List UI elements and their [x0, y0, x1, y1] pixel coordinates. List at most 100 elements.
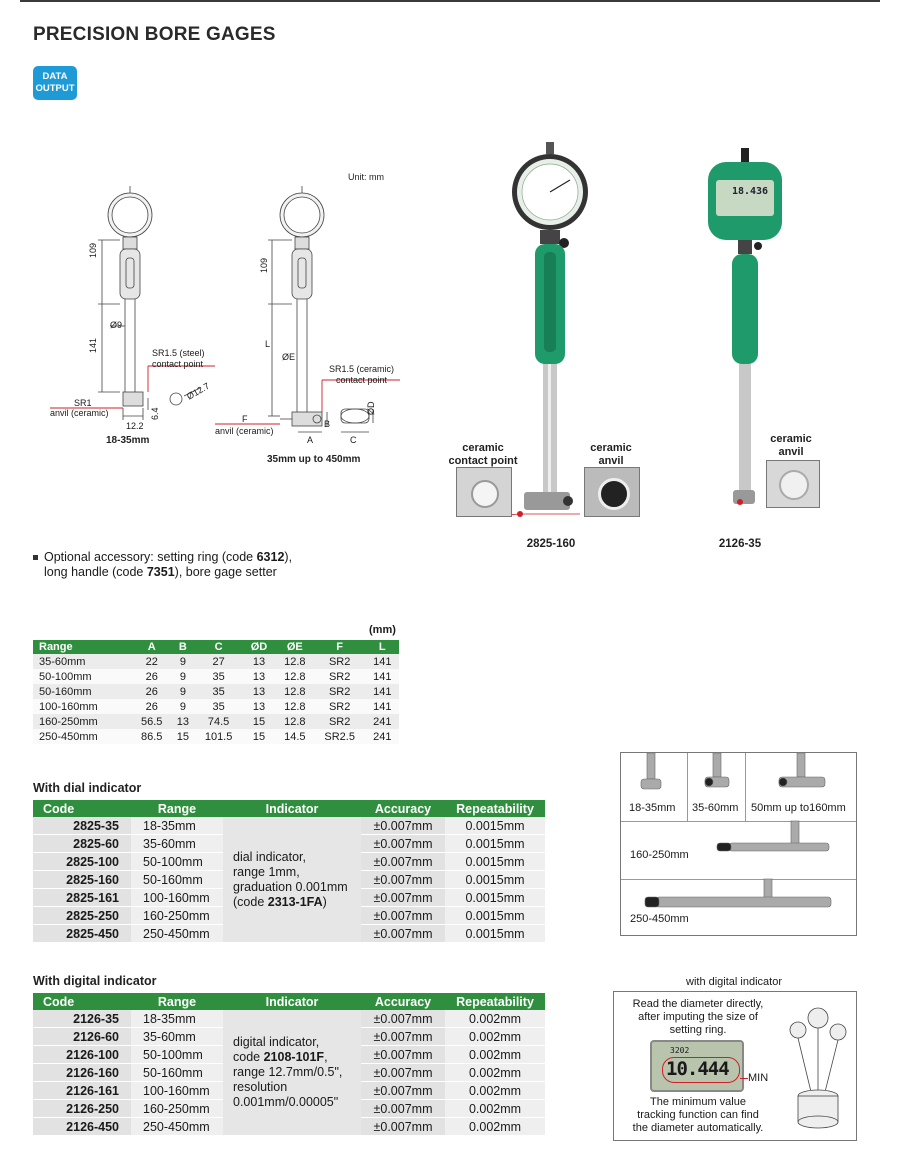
dim-12-2: 12.2 [126, 421, 144, 431]
ca2-line2: anvil [778, 446, 804, 458]
spec-cell-d: 13 [242, 684, 276, 699]
dial-code-cell: 2825-161 [33, 888, 131, 907]
dial-repeatability-cell: 0.0015mm [445, 870, 545, 889]
digital-feature-panel: Read the diameter directly, after imputi… [613, 991, 857, 1141]
dial-code-cell: 2825-450 [33, 924, 131, 943]
spec-header-row: Range A B C ØD ØE F L [33, 640, 399, 654]
spec-cell-d: 13 [242, 654, 276, 669]
lcd-big-reading: 10.444 [666, 1058, 730, 1080]
top-rule [20, 0, 880, 2]
digital-code-cell: 2126-450 [33, 1117, 131, 1136]
dig-h-indicator: Indicator [223, 993, 361, 1010]
dim-L: L [265, 339, 271, 349]
dial-repeatability-cell: 0.0015mm [445, 852, 545, 871]
dial-range-cell: 35-60mm [131, 834, 223, 853]
dim-C: C [350, 435, 357, 445]
digital-display-reading: 18.436 [731, 186, 769, 197]
anvil-label-right: anvil (ceramic) [215, 426, 274, 436]
dial-repeatability-cell: 0.0015mm [445, 888, 545, 907]
spec-unit: (mm) [369, 624, 396, 636]
dial-range-cell: 50-160mm [131, 870, 223, 889]
spec-cell-f: SR2.5 [313, 729, 366, 744]
dial-h-accuracy: Accuracy [361, 800, 445, 817]
dig-h-accuracy: Accuracy [361, 993, 445, 1010]
digital-accuracy-cell: ±0.007mm [361, 1045, 445, 1064]
dial-accuracy-cell: ±0.007mm [361, 852, 445, 871]
page-title: PRECISION BORE GAGES [33, 24, 276, 45]
digital-repeatability-cell: 0.002mm [445, 1045, 545, 1064]
dial-code-cell: 2825-60 [33, 834, 131, 853]
dial-h-indicator: Indicator [223, 800, 361, 817]
dim-109-right: 109 [259, 257, 269, 273]
dial-header-row: Code Range Indicator Accuracy Repeatabil… [33, 800, 545, 817]
digital-product-table: Code Range Indicator Accuracy Repeatabil… [33, 993, 545, 1136]
digital-repeatability-cell: 0.002mm [445, 1063, 545, 1082]
spec-cell-l: 141 [365, 699, 399, 714]
spec-cell-l: 241 [365, 729, 399, 744]
digital-range-cell: 100-160mm [131, 1081, 223, 1100]
digital-accuracy-cell: ±0.007mm [361, 1063, 445, 1082]
model-2825-160-label: 2825-160 [526, 538, 576, 550]
head-label-160-250: 160-250mm [630, 849, 689, 861]
dial-indicator-text: dial indicator, range 1mm, graduation 0.… [233, 850, 361, 910]
spec-cell-b: 15 [170, 729, 196, 744]
dial-range-cell: 50-100mm [131, 852, 223, 871]
spec-cell-b: 9 [170, 699, 196, 714]
dial-code-cell: 2825-250 [33, 906, 131, 925]
dig-ind-l3: range 12.7mm/0.5", [233, 1065, 343, 1079]
spec-cell-l: 141 [365, 684, 399, 699]
spec-cell-range: 250-450mm [33, 729, 133, 744]
digital-bottom-note: The minimum value tracking function can … [618, 1096, 778, 1135]
product-photos [489, 142, 782, 517]
acc-l2-post: ), bore gage setter [174, 565, 277, 579]
head-variant-drawings [640, 753, 832, 908]
unit-label: Unit: mm [348, 172, 384, 182]
badge-line1: DATA [42, 71, 68, 82]
digital-indicator-text: digital indicator, code 2108-101F, range… [233, 1035, 361, 1110]
spec-cell-e: 12.8 [275, 669, 314, 684]
spec-cell-l: 141 [365, 654, 399, 669]
spec-cell-a: 56.5 [132, 714, 171, 729]
acc-code-7351: 7351 [146, 565, 175, 579]
spec-cell-b: 9 [170, 654, 196, 669]
dial-range-cell: 100-160mm [131, 888, 223, 907]
dial-code-cell: 2825-100 [33, 852, 131, 871]
digital-repeatability-cell: 0.002mm [445, 1117, 545, 1136]
digital-accuracy-cell: ±0.007mm [361, 1081, 445, 1100]
ccp-line2: contact point [448, 455, 518, 467]
spec-cell-a: 26 [132, 699, 171, 714]
spec-cell-c: 101.5 [195, 729, 243, 744]
ca2-line1: ceramic [770, 433, 812, 445]
ceramic-anvil-label-2: ceramic anvil [763, 433, 819, 459]
digital-panel-caption: with digital indicator [686, 976, 782, 988]
dig-ind-l5: 0.001mm/0.00005" [233, 1095, 339, 1109]
spec-cell-d: 13 [242, 699, 276, 714]
digital-repeatability-cell: 0.002mm [445, 1010, 545, 1028]
dial-ind-l1: dial indicator, [233, 849, 306, 864]
ceramic-contact-point-label: ceramic contact point [446, 442, 520, 468]
dim-A: A [307, 435, 314, 445]
dial-code-cell: 2825-160 [33, 870, 131, 889]
spec-h-d: ØD [242, 640, 276, 654]
spec-cell-e: 14.5 [275, 729, 314, 744]
accessory-line2: long handle (code 7351), bore gage sette… [33, 565, 292, 580]
min-label: MIN [748, 1072, 769, 1084]
head-label-250-450: 250-450mm [630, 913, 689, 925]
digital-range-cell: 35-60mm [131, 1027, 223, 1046]
dig-h-repeat: Repeatability [445, 993, 545, 1010]
dial-range-cell: 18-35mm [131, 817, 223, 835]
spec-cell-e: 12.8 [275, 714, 314, 729]
dim-dia-E: ØE [282, 352, 296, 362]
anvil-label-left: anvil (ceramic) [50, 408, 109, 418]
